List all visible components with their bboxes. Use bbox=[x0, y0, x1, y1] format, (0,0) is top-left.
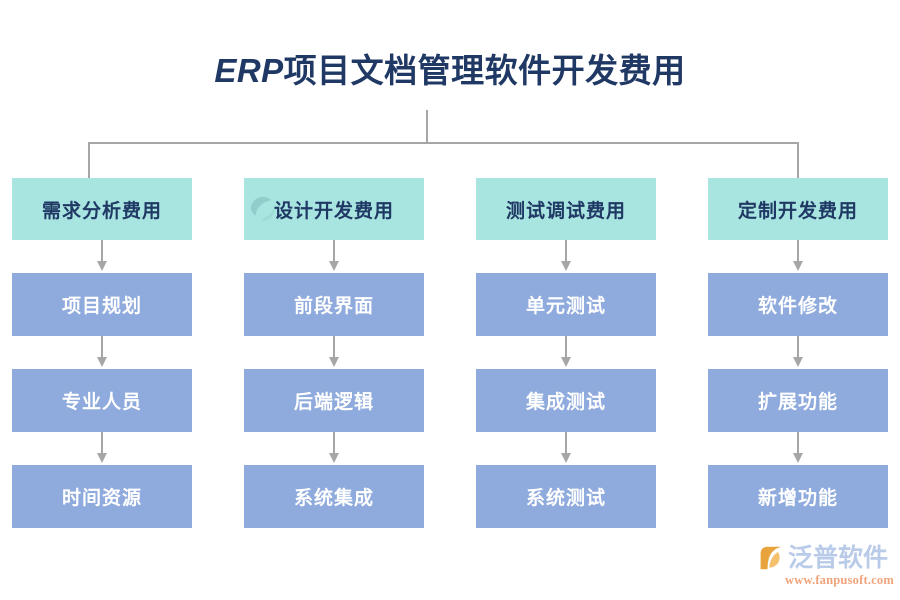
arrow-head-icon bbox=[561, 453, 571, 463]
node-box[interactable]: 集成测试 bbox=[476, 369, 656, 432]
connector-arrow bbox=[708, 336, 888, 369]
arrow-shaft bbox=[333, 336, 335, 359]
column-header-label: 定制开发费用 bbox=[737, 200, 858, 222]
page-title-latin: ERP bbox=[214, 52, 284, 89]
page-title-cjk: 项目文档管理软件开发费用 bbox=[283, 54, 686, 90]
column-testing-debugging: 测试调试费用 单元测试 集成测试 系统测试 bbox=[476, 178, 656, 528]
column-header-label: 设计开发费用 bbox=[273, 200, 394, 222]
arrow-shaft bbox=[101, 240, 103, 263]
column-requirements-analysis: 需求分析费用 项目规划 专业人员 时间资源 bbox=[12, 178, 192, 528]
node-box[interactable]: 项目规划 bbox=[12, 273, 192, 336]
column-custom-development: 定制开发费用 软件修改 扩展功能 新增功能 bbox=[708, 178, 888, 528]
arrow-head-icon bbox=[561, 261, 571, 271]
connector-arrow bbox=[244, 336, 424, 369]
node-box[interactable]: 系统测试 bbox=[476, 465, 656, 528]
node-label: 软件修改 bbox=[757, 296, 838, 317]
column-header-label: 测试调试费用 bbox=[505, 200, 626, 222]
node-label: 扩展功能 bbox=[757, 392, 838, 413]
node-box[interactable]: 软件修改 bbox=[708, 273, 888, 336]
node-label: 单元测试 bbox=[525, 296, 606, 317]
arrow-head-icon bbox=[329, 453, 339, 463]
arrow-head-icon bbox=[329, 357, 339, 367]
arrow-shaft bbox=[565, 240, 567, 263]
brand-logo-url: www.fanpusoft.com bbox=[785, 573, 894, 587]
arrow-head-icon bbox=[793, 357, 803, 367]
node-box[interactable]: 系统集成 bbox=[244, 465, 424, 528]
arrow-head-icon bbox=[561, 357, 571, 367]
column-header-box[interactable]: 测试调试费用 bbox=[476, 178, 656, 240]
node-label: 系统测试 bbox=[525, 488, 606, 509]
connector-arrow bbox=[12, 336, 192, 369]
node-box[interactable]: 专业人员 bbox=[12, 369, 192, 432]
connector-arrow bbox=[476, 240, 656, 273]
brand-logo: 泛普软件 www.fanpusoft.com bbox=[757, 545, 897, 595]
brand-mark-icon bbox=[760, 546, 782, 570]
arrow-shaft bbox=[565, 336, 567, 359]
node-label: 新增功能 bbox=[757, 488, 838, 509]
arrow-shaft bbox=[333, 432, 335, 455]
node-box[interactable]: 前段界面 bbox=[244, 273, 424, 336]
connector-arrow bbox=[476, 432, 656, 465]
brand-logo-row: 泛普软件 bbox=[757, 545, 888, 571]
page-title: ERP项目文档管理软件开发费用 bbox=[0, 44, 900, 92]
node-label: 系统集成 bbox=[293, 488, 374, 509]
node-box[interactable]: 扩展功能 bbox=[708, 369, 888, 432]
arrow-shaft bbox=[797, 336, 799, 359]
arrow-shaft bbox=[101, 432, 103, 455]
arrow-shaft bbox=[333, 240, 335, 263]
column-header-box[interactable]: 设计开发费用 bbox=[244, 178, 424, 240]
arrow-shaft bbox=[797, 240, 799, 263]
arrow-shaft bbox=[565, 432, 567, 455]
connector-arrow bbox=[476, 336, 656, 369]
arrow-head-icon bbox=[793, 453, 803, 463]
arrow-head-icon bbox=[329, 261, 339, 271]
node-box[interactable]: 后端逻辑 bbox=[244, 369, 424, 432]
arrow-shaft bbox=[101, 336, 103, 359]
node-box[interactable]: 单元测试 bbox=[476, 273, 656, 336]
connector-arrow bbox=[12, 432, 192, 465]
node-label: 项目规划 bbox=[61, 296, 142, 317]
arrow-shaft bbox=[797, 432, 799, 455]
node-box[interactable]: 时间资源 bbox=[12, 465, 192, 528]
node-label: 前段界面 bbox=[293, 296, 374, 317]
node-label: 后端逻辑 bbox=[293, 392, 374, 413]
arrow-head-icon bbox=[97, 261, 107, 271]
column-header-label: 需求分析费用 bbox=[41, 200, 162, 222]
connector-arrow bbox=[708, 240, 888, 273]
page-title-text: ERP项目文档管理软件开发费用 bbox=[214, 44, 685, 92]
node-box[interactable]: 新增功能 bbox=[708, 465, 888, 528]
column-header-box[interactable]: 定制开发费用 bbox=[708, 178, 888, 240]
node-label: 专业人员 bbox=[61, 392, 142, 413]
column-container: 需求分析费用 项目规划 专业人员 时间资源 bbox=[12, 178, 888, 528]
connector-arrow bbox=[708, 432, 888, 465]
connector-arrow bbox=[244, 432, 424, 465]
arrow-head-icon bbox=[793, 261, 803, 271]
arrow-head-icon bbox=[97, 357, 107, 367]
brand-logo-name: 泛普软件 bbox=[788, 544, 889, 572]
node-label: 时间资源 bbox=[61, 488, 142, 509]
column-header-box[interactable]: 需求分析费用 bbox=[12, 178, 192, 240]
node-label: 集成测试 bbox=[525, 392, 606, 413]
connector-arrow bbox=[12, 240, 192, 273]
connector-arrow bbox=[244, 240, 424, 273]
column-design-development: 设计开发费用 前段界面 后端逻辑 系统集成 bbox=[244, 178, 424, 528]
arrow-head-icon bbox=[97, 453, 107, 463]
